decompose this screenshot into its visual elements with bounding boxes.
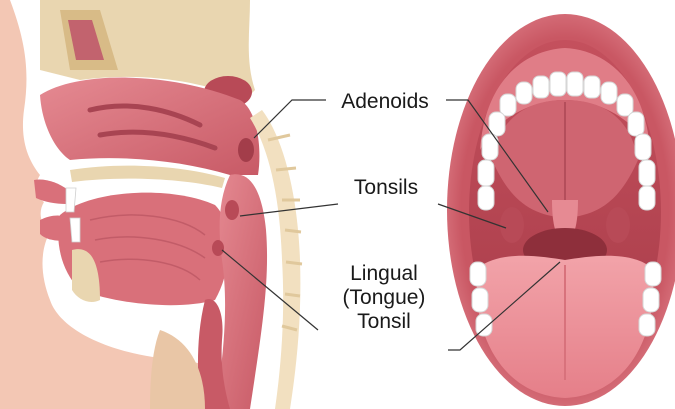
tonsil-right — [606, 207, 630, 243]
adenoid-tissue — [238, 138, 254, 162]
lingual-label-line3: Tonsil — [318, 310, 450, 334]
tonsil-left — [500, 207, 524, 243]
open-mouth-view — [447, 14, 675, 406]
lingual-tonsil-label: Lingual (Tongue) Tonsil — [318, 262, 450, 334]
lower-lip — [40, 216, 72, 241]
adenoids-label: Adenoids — [326, 90, 444, 114]
lingual-tonsil-left — [212, 240, 224, 256]
palatine-tonsil — [225, 200, 239, 220]
hard-palate — [70, 166, 225, 188]
lingual-label-line2: (Tongue) — [318, 286, 450, 310]
head-cross-section — [0, 0, 302, 409]
lingual-label-line1: Lingual — [318, 262, 450, 286]
neck — [150, 330, 205, 409]
tonsils-label: Tonsils — [338, 176, 434, 200]
